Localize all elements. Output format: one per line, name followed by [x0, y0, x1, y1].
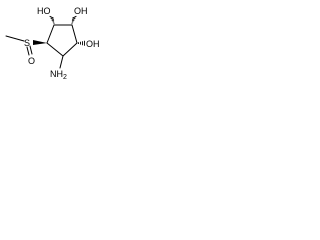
chemical-structure-diagram: HO OH OH S O NH2 [5, 6, 100, 81]
amine-nh: NH [50, 69, 63, 79]
wedge-bond-sulfonyl [33, 40, 47, 45]
hashed-bond-ho-top-left [49, 15, 55, 25]
atom-label-oh-top-right: OH [74, 6, 88, 16]
amine-subscript: 2 [63, 74, 67, 81]
ring-bond-lower-right [62, 42, 78, 57]
ring-bond-lower-left [46, 42, 64, 57]
bond-amine [59, 55, 64, 69]
atom-label-oh-right: OH [86, 39, 100, 49]
hashed-bond-oh-right [78, 40, 85, 46]
atom-label-sulfonyl-oxygen: O [28, 56, 35, 66]
atom-label-amine: NH2 [50, 69, 67, 81]
ring-bond-right [71, 24, 78, 44]
atom-label-ho-top-left: HO [37, 6, 51, 16]
ring-bond-left [46, 24, 55, 44]
cyclopentane-ring [46, 24, 78, 57]
bond-methyl-sulfur [5, 35, 25, 42]
substituent-bonds [33, 15, 85, 69]
double-bond-s-o-b [29, 45, 33, 55]
double-bond-s-o-a [26, 46, 30, 56]
hashed-bond-oh-top-right [71, 15, 77, 25]
atom-label-sulfur: S [24, 38, 30, 48]
methylsulfonyl-group [5, 35, 33, 56]
